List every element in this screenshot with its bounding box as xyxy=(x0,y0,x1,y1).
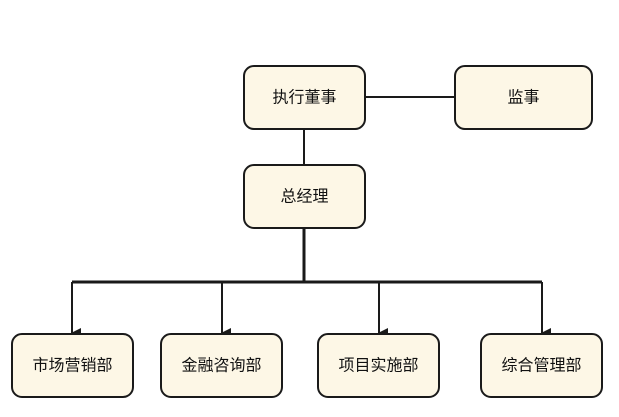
marketing-dept-label: 市场营销部 xyxy=(32,356,112,375)
node-general-management-dept: 综合管理部 xyxy=(480,333,603,398)
supervisor-label: 监事 xyxy=(507,88,539,107)
node-general-manager: 总经理 xyxy=(243,164,366,229)
node-supervisor: 监事 xyxy=(454,65,593,130)
node-marketing-dept: 市场营销部 xyxy=(11,333,134,398)
node-financial-consulting-dept: 金融咨询部 xyxy=(160,333,283,398)
financial-consulting-dept-label: 金融咨询部 xyxy=(181,356,261,375)
general-management-dept-label: 综合管理部 xyxy=(501,356,581,375)
executive-director-label: 执行董事 xyxy=(272,88,336,107)
node-executive-director: 执行董事 xyxy=(243,65,366,130)
project-implementation-dept-label: 项目实施部 xyxy=(338,356,418,375)
node-project-implementation-dept: 项目实施部 xyxy=(317,333,440,398)
general-manager-label: 总经理 xyxy=(280,187,328,206)
